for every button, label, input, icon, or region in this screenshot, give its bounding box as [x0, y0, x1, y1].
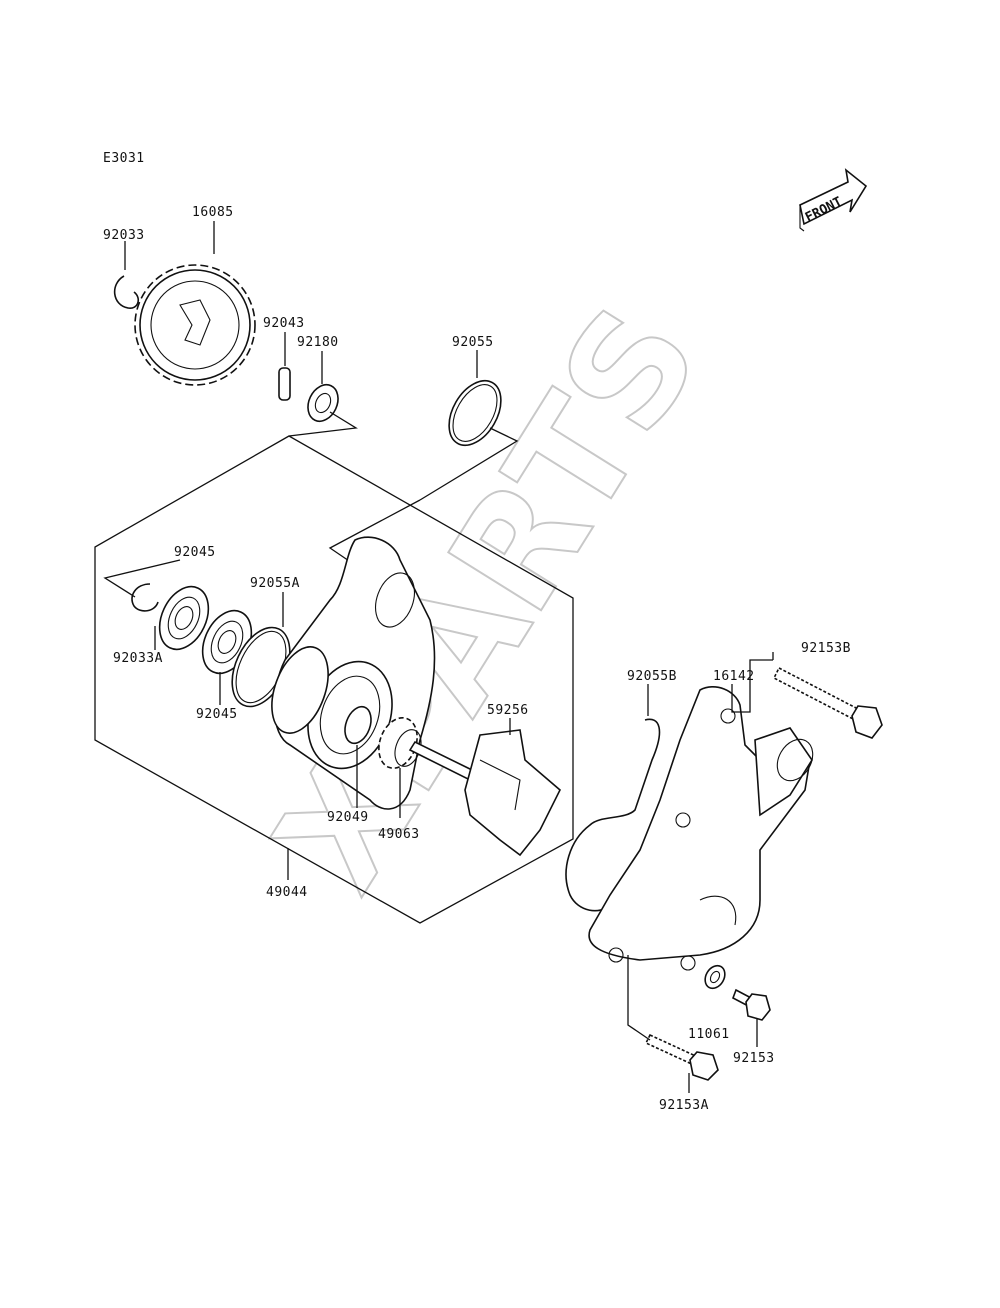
- leader-92045-top: [103, 559, 181, 598]
- seal-92049-icon: [344, 705, 372, 745]
- label-92055: 92055: [452, 335, 494, 350]
- label-16085: 16085: [192, 205, 234, 220]
- bolt-92153-icon: [732, 988, 771, 1021]
- label-16142: 16142: [713, 669, 755, 684]
- label-92045-top: 92045: [174, 545, 216, 560]
- label-92153A: 92153A: [659, 1098, 709, 1113]
- label-11061: 11061: [688, 1027, 730, 1042]
- label-49063: 49063: [378, 827, 420, 842]
- impeller-59256-icon: [408, 729, 561, 857]
- label-92055A: 92055A: [250, 576, 300, 591]
- assembly-box-49044: [94, 435, 574, 924]
- leader-16142: [731, 659, 773, 713]
- pump-cover-16142-icon: [588, 686, 814, 971]
- bearing-92045-a-icon: [158, 585, 210, 651]
- diagram-code: E3031: [103, 151, 145, 166]
- leader-92153A: [627, 955, 651, 1041]
- washer-92180-icon: [307, 383, 339, 423]
- bolt-92153A-icon: [644, 1033, 719, 1081]
- leader-92180-box: [288, 411, 358, 437]
- label-92055B: 92055B: [627, 669, 677, 684]
- washer-11061-icon: [704, 964, 726, 990]
- label-92180: 92180: [297, 335, 339, 350]
- label-92153: 92153: [733, 1051, 775, 1066]
- label-49044: 49044: [266, 885, 308, 900]
- label-92043: 92043: [263, 316, 305, 331]
- oring-92055B-icon: [565, 718, 661, 912]
- circlip-92033-icon: [113, 275, 140, 309]
- label-92045-bottom: 92045: [196, 707, 238, 722]
- label-92033A: 92033A: [113, 651, 163, 666]
- bolt-92153B-icon: [772, 666, 883, 739]
- front-arrow-icon: FRONT: [799, 168, 868, 232]
- label-92153B: 92153B: [801, 641, 851, 656]
- circlip-92033A-icon: [131, 583, 159, 612]
- label-92049: 92049: [327, 810, 369, 825]
- leader-92055-box: [419, 427, 519, 501]
- pin-92043-icon: [278, 367, 291, 401]
- gear-16085-icon: [134, 264, 256, 386]
- oring-92055-icon: [448, 379, 502, 447]
- label-92033: 92033: [103, 228, 145, 243]
- label-59256: 59256: [487, 703, 529, 718]
